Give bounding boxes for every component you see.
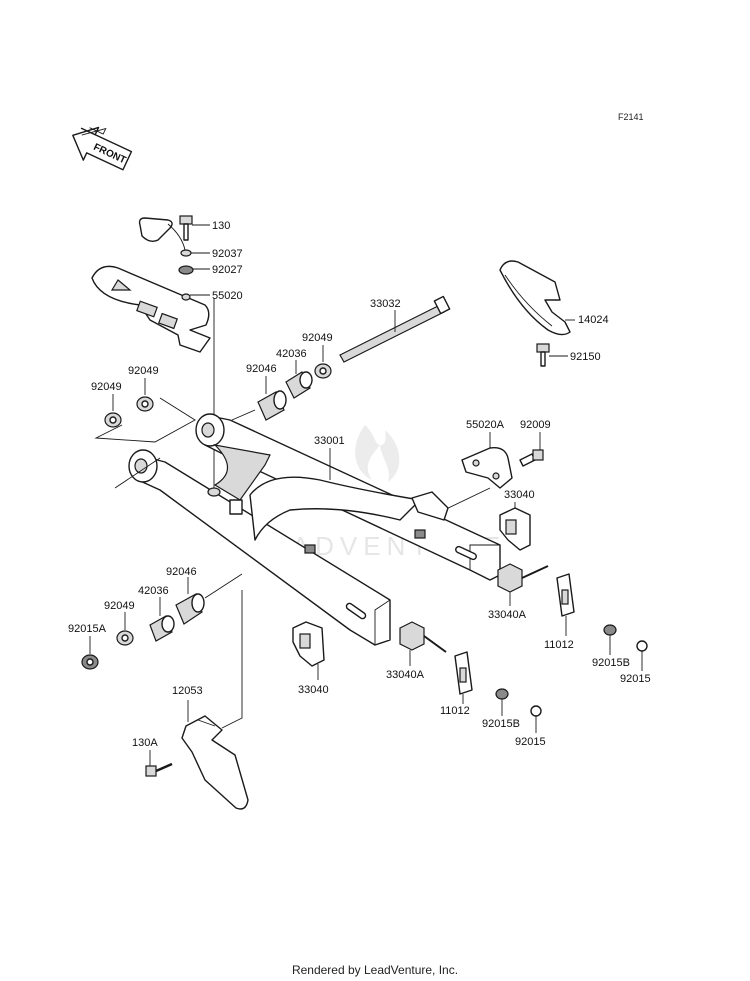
plate-11012-upper [556,573,575,636]
label-33040A-upper: 33040A [488,609,527,621]
label-42036-upper: 42036 [276,348,307,360]
chain-guard-12053 [181,590,249,810]
label-92046-lower: 92046 [166,566,197,578]
adjuster-block-33040A-upper [497,563,549,606]
label-92037: 92037 [212,248,243,260]
label-11012-upper: 11012 [544,639,574,651]
collar-92027 [178,265,210,275]
label-55020A: 55020A [466,419,505,431]
front-arrow-icon: FRONT [72,126,133,171]
plate-11012-lower [454,651,473,704]
bolt-92150 [536,343,568,367]
label-92015A: 92015A [68,623,107,635]
label-92009: 92009 [520,419,551,431]
screw-92009 [519,432,544,467]
label-92049-lower: 92049 [104,600,135,612]
label-92027: 92027 [212,264,243,276]
label-92015-upper: 92015 [620,673,651,685]
label-11012-lower: 11012 [440,705,470,717]
arm-bracket [411,491,449,521]
diagram-code: F2141 [618,112,644,122]
bolt-130 [179,215,210,241]
seal-92049-left-b [136,378,154,412]
label-92015B-upper: 92015B [592,657,630,669]
leader-pivot-left [114,457,161,489]
chain-slider-14024 [499,260,575,336]
chain-adjuster-33040-upper [499,502,531,551]
label-92049-left-a: 92049 [91,381,122,393]
washer-92037 [180,249,210,257]
nut-92015B-upper [603,624,617,655]
bracket-55020A [439,432,513,513]
bearing-92046-upper [231,376,287,421]
seal-92049-lower [116,612,134,646]
label-33040-lower: 33040 [298,684,329,696]
label-33001: 33001 [314,435,345,447]
adjuster-block-33040A-lower [399,621,447,666]
label-92049-left-b: 92049 [128,365,159,377]
label-12053: 12053 [172,685,203,697]
nut-92015B-lower [495,688,509,716]
nut-92015A [81,636,99,670]
label-33032: 33032 [370,298,401,310]
chain-adjuster-33040-lower [292,621,325,680]
pivot-shaft-33032 [339,295,451,363]
label-92015-lower: 92015 [515,736,546,748]
label-33040-upper: 33040 [504,489,535,501]
label-92015B-lower: 92015B [482,718,520,730]
label-92150: 92150 [570,351,601,363]
label-130A: 130A [132,737,158,749]
label-42036-lower: 42036 [138,585,169,597]
cable-loop-130 [138,217,186,251]
swing-arm-33001 [128,413,501,646]
collar-42036-upper [285,360,313,399]
chain-guide-55020 [91,265,215,490]
footer-credit: Rendered by LeadVenture, Inc. [291,963,459,977]
label-130: 130 [212,220,230,232]
leader-left-seals [94,397,196,443]
seal-92049-upper [314,345,332,379]
nut-92015-lower [530,705,542,733]
collar-42036-lower [149,597,175,642]
label-55020: 55020 [212,290,243,302]
label-92049-upper: 92049 [302,332,333,344]
nut-92015-upper [636,640,648,671]
seal-92049-left-a [104,394,122,428]
label-33040A-lower: 33040A [386,669,425,681]
bolt-130A [145,750,173,777]
bearing-92046-lower [175,573,243,625]
label-92046-upper: 92046 [246,363,277,375]
label-14024: 14024 [578,314,609,326]
